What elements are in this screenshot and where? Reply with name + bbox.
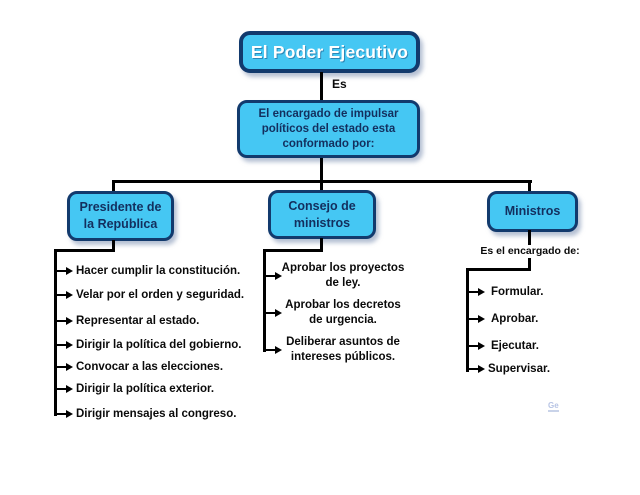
arrow-right-icon xyxy=(56,290,73,300)
arrow-shaft xyxy=(56,387,66,391)
arrow-right-icon xyxy=(468,287,485,297)
presidente-list-item: Dirigir la política exterior. xyxy=(76,383,215,395)
connector-title-desc xyxy=(320,72,323,101)
connector-drop-ministros xyxy=(528,180,531,193)
arrow-right-icon xyxy=(265,308,282,318)
consejo-branch-stem xyxy=(320,238,323,251)
watermark: Ge xyxy=(548,401,559,412)
arrow-right-icon xyxy=(265,271,282,281)
ministros-branch-elbow xyxy=(466,268,531,271)
arrow-right-icon xyxy=(56,340,73,350)
arrow-head xyxy=(478,342,485,350)
ministros-branch-stem-2 xyxy=(528,258,531,271)
ministros-list-item: Aprobar. xyxy=(491,313,539,325)
edge-label-es: Es xyxy=(332,77,347,91)
arrow-head xyxy=(66,267,73,275)
connector-desc-stem xyxy=(320,158,323,182)
arrow-shaft xyxy=(468,367,478,371)
presidente-list-item: Hacer cumplir la constitución. xyxy=(76,265,241,277)
arrow-shaft xyxy=(265,274,275,278)
arrow-head xyxy=(66,317,73,325)
arrow-shaft xyxy=(468,344,478,348)
node-ministros: Ministros xyxy=(487,191,578,232)
arrow-shaft xyxy=(56,293,66,297)
node-consejo: Consejo de ministros xyxy=(268,190,376,239)
connector-drop-consejo xyxy=(320,180,323,191)
presidente-list-item: Representar al estado. xyxy=(76,315,200,327)
presidente-list-item: Convocar a las elecciones. xyxy=(76,361,224,373)
arrow-right-icon xyxy=(56,362,73,372)
arrow-shaft xyxy=(265,348,275,352)
arrow-right-icon xyxy=(265,345,282,355)
node-presidente-label: Presidente de la República xyxy=(79,200,162,231)
arrow-shaft xyxy=(56,365,66,369)
consejo-list-item: Aprobar los proyectos de ley. xyxy=(281,262,405,289)
arrow-head xyxy=(66,385,73,393)
ministros-branch-stem xyxy=(528,230,531,245)
consejo-branch-spine xyxy=(263,249,266,352)
arrow-head xyxy=(478,315,485,323)
presidente-list-item: Dirigir mensajes al congreso. xyxy=(76,408,237,420)
arrow-shaft xyxy=(468,317,478,321)
arrow-head xyxy=(478,365,485,373)
arrow-right-icon xyxy=(56,384,73,394)
arrow-shaft xyxy=(265,311,275,315)
arrow-shaft xyxy=(56,269,66,273)
arrow-head xyxy=(66,363,73,371)
arrow-shaft xyxy=(468,290,478,294)
arrow-shaft xyxy=(56,412,66,416)
arrow-shaft xyxy=(56,319,66,323)
arrow-right-icon xyxy=(468,364,485,374)
arrow-right-icon xyxy=(56,316,73,326)
arrow-head xyxy=(275,346,282,354)
ministros-sub-label: Es el encargado de: xyxy=(480,245,580,257)
arrow-head xyxy=(66,291,73,299)
ministros-list-item: Formular. xyxy=(491,286,544,298)
node-el-poder-ejecutivo: El Poder Ejecutivo xyxy=(239,31,420,73)
consejo-list-item: Aprobar los decretos de urgencia. xyxy=(285,299,401,326)
presidente-list-item: Velar por el orden y seguridad. xyxy=(76,289,245,301)
node-presidente: Presidente de la República xyxy=(67,191,174,241)
consejo-list-item: Deliberar asuntos de intereses públicos. xyxy=(286,336,400,363)
consejo-branch-elbow xyxy=(263,249,323,252)
description-text: El encargado de impulsar políticos del e… xyxy=(258,107,399,150)
arrow-head xyxy=(66,341,73,349)
arrow-right-icon xyxy=(468,341,485,351)
arrow-shaft xyxy=(56,343,66,347)
node-ministros-label: Ministros xyxy=(504,204,561,218)
ministros-list-item: Supervisar. xyxy=(488,363,551,375)
arrow-head xyxy=(478,288,485,296)
ministros-branch-spine xyxy=(466,268,469,372)
connector-drop-presidente xyxy=(112,180,115,192)
node-consejo-label: Consejo de ministros xyxy=(288,198,356,230)
arrow-right-icon xyxy=(468,314,485,324)
arrow-head xyxy=(66,410,73,418)
ministros-list-item: Ejecutar. xyxy=(491,340,539,352)
arrow-right-icon xyxy=(56,266,73,276)
diagram-title: El Poder Ejecutivo xyxy=(250,41,409,62)
presidente-list-item: Dirigir la política del gobierno. xyxy=(76,339,242,351)
presidente-branch-spine xyxy=(54,249,57,416)
node-description: El encargado de impulsar políticos del e… xyxy=(237,100,420,158)
presidente-branch-stem xyxy=(112,240,115,251)
arrow-right-icon xyxy=(56,409,73,419)
arrow-head xyxy=(275,309,282,317)
presidente-branch-elbow xyxy=(54,249,115,252)
arrow-head xyxy=(275,272,282,280)
